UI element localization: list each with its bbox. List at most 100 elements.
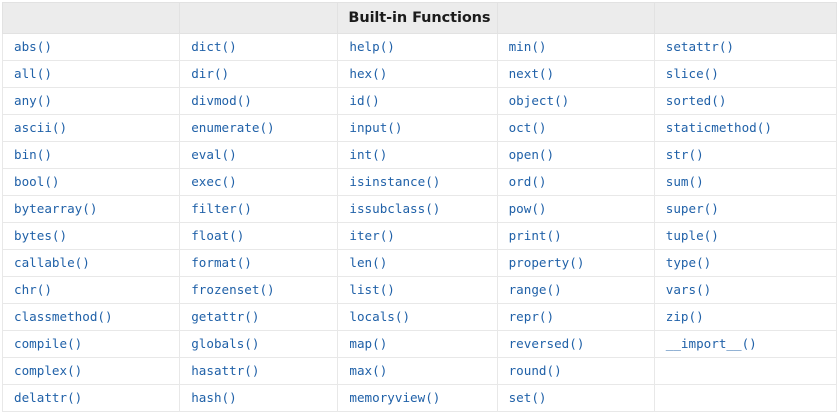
function-link[interactable]: int() bbox=[349, 147, 388, 162]
function-link[interactable]: help() bbox=[349, 39, 395, 54]
function-link[interactable]: print() bbox=[508, 228, 562, 243]
table-cell: vars() bbox=[653, 276, 838, 304]
function-link[interactable]: compile() bbox=[14, 336, 83, 351]
function-link[interactable]: tuple() bbox=[665, 228, 719, 243]
function-link[interactable]: all() bbox=[14, 66, 52, 81]
function-link[interactable]: round() bbox=[508, 363, 562, 378]
table-cell: hasattr() bbox=[179, 357, 339, 385]
table-row: bytes() float() iter() print() tuple() bbox=[1, 222, 838, 250]
function-link[interactable]: set() bbox=[508, 390, 547, 405]
table-row: bool() exec() isinstance() ord() sum() bbox=[1, 168, 838, 196]
function-link[interactable]: bool() bbox=[14, 174, 60, 189]
function-link[interactable]: delattr() bbox=[14, 390, 83, 405]
function-link[interactable]: len() bbox=[349, 255, 388, 270]
table-cell: globals() bbox=[179, 330, 339, 358]
table-cell: type() bbox=[653, 249, 838, 277]
table-row: abs() dict() help() min() setattr() bbox=[1, 33, 838, 61]
table-cell: open() bbox=[496, 141, 655, 169]
table-cell: list() bbox=[337, 276, 498, 304]
function-link[interactable]: bytes() bbox=[14, 228, 68, 243]
function-link[interactable]: dict() bbox=[191, 39, 237, 54]
function-link[interactable]: chr() bbox=[14, 282, 52, 297]
table-cell: round() bbox=[496, 357, 655, 385]
function-link[interactable]: frozenset() bbox=[191, 282, 275, 297]
table-cell: bin() bbox=[1, 141, 181, 169]
table-title: Built-in Functions bbox=[337, 2, 498, 34]
function-link[interactable]: hash() bbox=[191, 390, 237, 405]
function-link[interactable]: zip() bbox=[665, 309, 704, 324]
table-header-row: Built-in Functions bbox=[1, 2, 838, 34]
function-link[interactable]: exec() bbox=[191, 174, 237, 189]
function-link[interactable]: range() bbox=[508, 282, 562, 297]
function-link[interactable]: bin() bbox=[14, 147, 52, 162]
function-link[interactable]: ord() bbox=[508, 174, 547, 189]
function-link[interactable]: max() bbox=[349, 363, 388, 378]
table-cell: locals() bbox=[337, 303, 498, 331]
function-link[interactable]: abs() bbox=[14, 39, 52, 54]
function-link[interactable]: sorted() bbox=[665, 93, 727, 108]
function-link[interactable]: __import__() bbox=[665, 336, 757, 351]
table-cell: tuple() bbox=[653, 222, 838, 250]
table-cell: range() bbox=[496, 276, 655, 304]
table-cell: abs() bbox=[1, 33, 181, 61]
function-link[interactable]: float() bbox=[191, 228, 245, 243]
function-link[interactable]: str() bbox=[665, 147, 704, 162]
function-link[interactable]: staticmethod() bbox=[665, 120, 772, 135]
function-link[interactable]: eval() bbox=[191, 147, 237, 162]
table-row: bytearray() filter() issubclass() pow() supe… bbox=[1, 195, 838, 223]
function-link[interactable]: complex() bbox=[14, 363, 83, 378]
table-cell: max() bbox=[337, 357, 498, 385]
function-link[interactable]: classmethod() bbox=[14, 309, 113, 324]
table-cell: ascii() bbox=[1, 114, 181, 142]
function-link[interactable]: issubclass() bbox=[349, 201, 441, 216]
function-link[interactable]: any() bbox=[14, 93, 52, 108]
function-link[interactable]: format() bbox=[191, 255, 252, 270]
function-link[interactable]: min() bbox=[508, 39, 547, 54]
table-cell: reversed() bbox=[496, 330, 655, 358]
function-link[interactable]: reversed() bbox=[508, 336, 585, 351]
function-link[interactable]: oct() bbox=[508, 120, 547, 135]
function-link[interactable]: sum() bbox=[665, 174, 704, 189]
function-link[interactable]: hex() bbox=[349, 66, 388, 81]
table-cell: setattr() bbox=[653, 33, 838, 61]
function-link[interactable]: open() bbox=[508, 147, 555, 162]
function-link[interactable]: memoryview() bbox=[349, 390, 441, 405]
table-body: abs() dict() help() min() setattr() all() dir(… bbox=[1, 33, 838, 412]
function-link[interactable]: isinstance() bbox=[349, 174, 441, 189]
function-link[interactable]: repr() bbox=[508, 309, 555, 324]
function-link[interactable]: vars() bbox=[665, 282, 712, 297]
function-link[interactable]: filter() bbox=[191, 201, 252, 216]
table-cell: format() bbox=[179, 249, 339, 277]
function-link[interactable]: divmod() bbox=[191, 93, 252, 108]
function-link[interactable]: ascii() bbox=[14, 120, 68, 135]
function-link[interactable]: setattr() bbox=[665, 39, 735, 54]
function-link[interactable]: enumerate() bbox=[191, 120, 275, 135]
function-link[interactable]: input() bbox=[349, 120, 403, 135]
function-link[interactable]: super() bbox=[665, 201, 719, 216]
table-header: Built-in Functions bbox=[1, 2, 838, 34]
table-cell: filter() bbox=[179, 195, 339, 223]
function-link[interactable]: object() bbox=[508, 93, 570, 108]
function-link[interactable]: next() bbox=[508, 66, 555, 81]
function-link[interactable]: getattr() bbox=[191, 309, 260, 324]
function-link[interactable]: bytearray() bbox=[14, 201, 98, 216]
function-link[interactable]: hasattr() bbox=[191, 363, 260, 378]
function-link[interactable]: globals() bbox=[191, 336, 260, 351]
function-link[interactable]: dir() bbox=[191, 66, 230, 81]
function-link[interactable]: slice() bbox=[665, 66, 719, 81]
function-link[interactable]: type() bbox=[665, 255, 712, 270]
function-link[interactable]: property() bbox=[508, 255, 585, 270]
function-link[interactable]: iter() bbox=[349, 228, 395, 243]
table-cell: delattr() bbox=[1, 384, 181, 412]
table-cell: zip() bbox=[653, 303, 838, 331]
table-cell: ord() bbox=[496, 168, 655, 196]
function-link[interactable]: list() bbox=[349, 282, 395, 297]
function-link[interactable]: callable() bbox=[14, 255, 90, 270]
function-link[interactable]: map() bbox=[349, 336, 388, 351]
table-row: all() dir() hex() next() slice() bbox=[1, 60, 838, 88]
function-link[interactable]: id() bbox=[349, 93, 380, 108]
function-link[interactable]: locals() bbox=[349, 309, 411, 324]
function-link[interactable]: pow() bbox=[508, 201, 547, 216]
table-cell: hex() bbox=[337, 60, 498, 88]
